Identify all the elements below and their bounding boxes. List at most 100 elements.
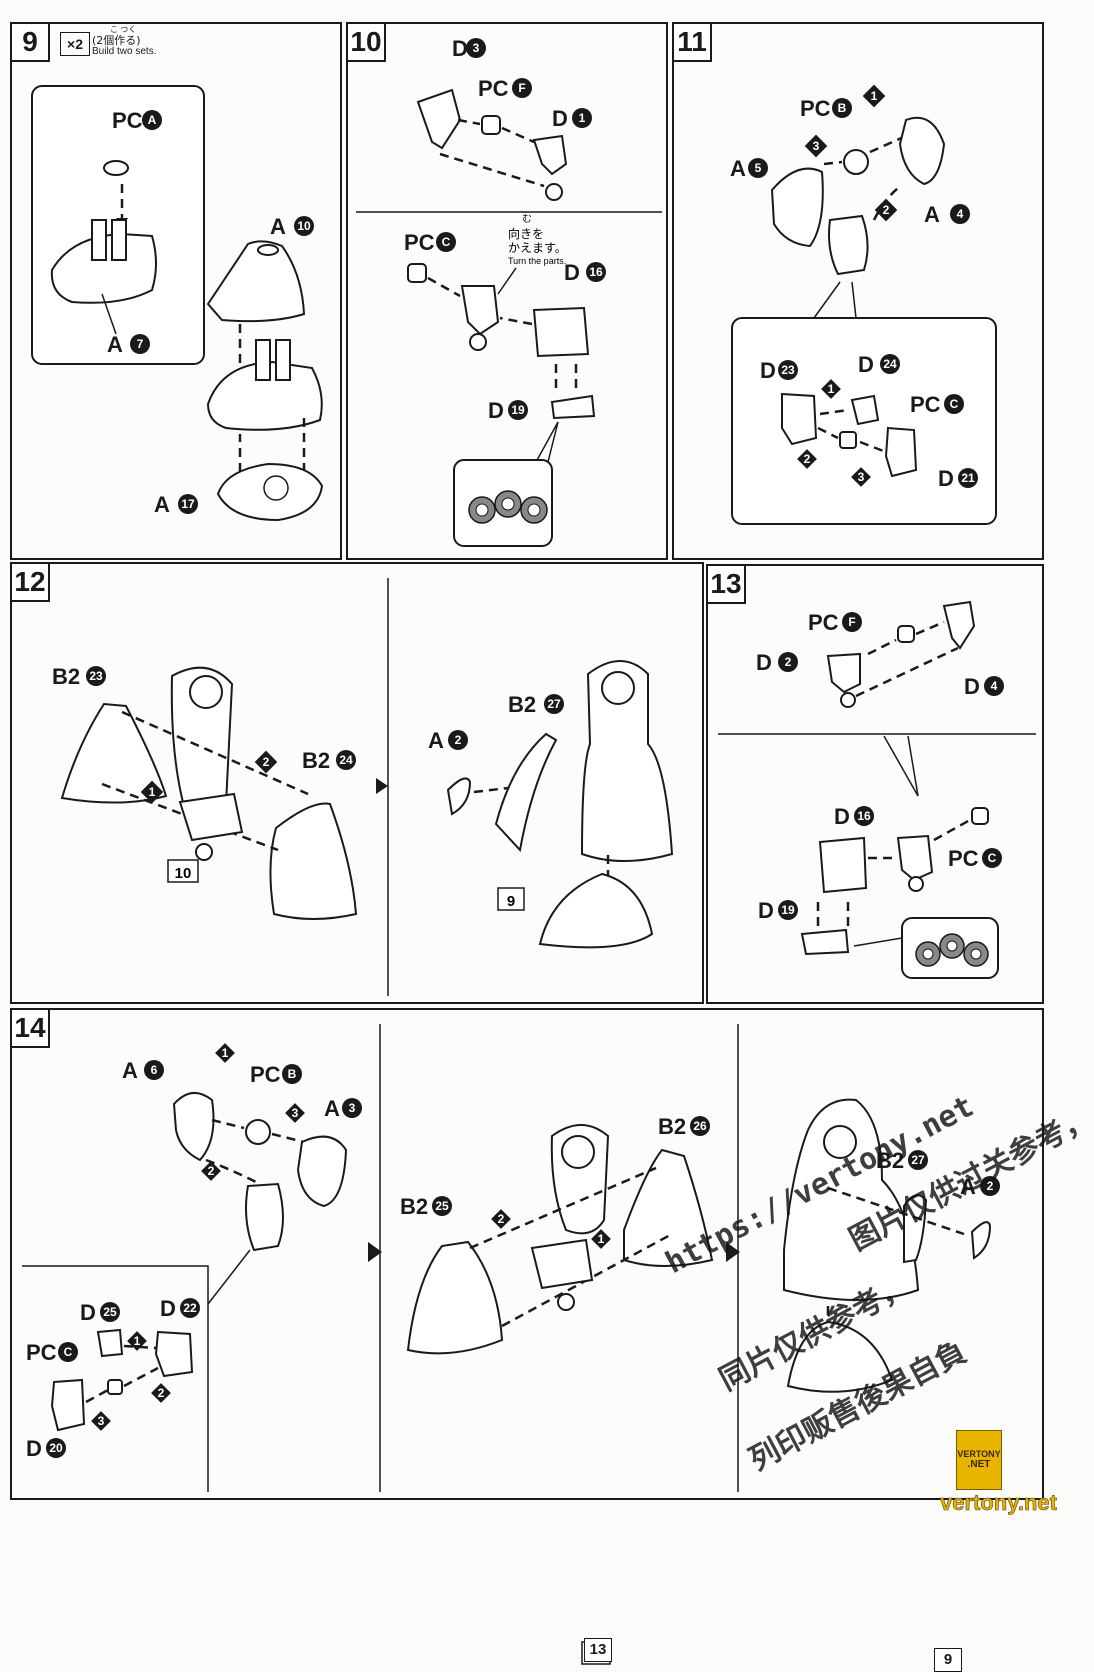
svg-text:C: C [64, 1345, 73, 1359]
poly-cap-f [481, 115, 501, 135]
step-11-drawing: PC B 1 3 2 A 5 A 4 D 23 D 24 PC C D 21 1 [730, 84, 997, 525]
part-b2-27 [494, 732, 558, 853]
num-circle [142, 110, 162, 130]
svg-text:2: 2 [455, 733, 462, 747]
svg-text:D: D [964, 674, 980, 699]
svg-text:D: D [938, 466, 954, 491]
svg-text:かえます。: かえます。 [508, 241, 567, 255]
svg-text:25: 25 [435, 1199, 449, 1213]
label-pc: PC [112, 108, 143, 133]
svg-text:A: A [960, 1174, 976, 1199]
svg-text:16: 16 [857, 809, 871, 823]
part-d23 [781, 392, 818, 446]
part-d1 [532, 134, 568, 176]
part-d25 [96, 1328, 124, 1358]
build-note-jp: (2個作る) [92, 34, 141, 47]
part-a17 [216, 462, 324, 522]
svg-text:17: 17 [181, 497, 195, 511]
svg-text:2: 2 [208, 1164, 215, 1178]
watermark-footer: vertony.net [940, 1490, 1058, 1516]
svg-text:A: A [107, 332, 123, 357]
part-d4 [942, 600, 976, 650]
svg-text:21: 21 [961, 471, 975, 485]
step-number: 13 [708, 566, 746, 604]
torso-assembly [580, 660, 674, 862]
part-a6 [172, 1092, 215, 1162]
svg-text:27: 27 [547, 697, 561, 711]
svg-text:23: 23 [781, 363, 795, 377]
svg-text:20: 20 [49, 1441, 63, 1455]
svg-text:16: 16 [589, 265, 603, 279]
svg-text:PC: PC [808, 610, 839, 635]
svg-text:む: む [522, 213, 532, 225]
step-12-panel: 12 B2 23 B2 24 2 1 10 A 2 B2 27 9 [10, 562, 704, 1004]
logo-bottom: .NET [967, 1459, 991, 1470]
part-d19 [550, 394, 596, 420]
part-a3 [296, 1135, 348, 1208]
svg-text:25: 25 [103, 1305, 117, 1319]
svg-text:PC: PC [948, 846, 979, 871]
part-d3 [416, 88, 462, 150]
part-b2-26 [623, 1148, 714, 1267]
svg-text:4: 4 [991, 679, 998, 693]
svg-text:1: 1 [579, 111, 586, 125]
svg-text:1: 1 [222, 1046, 229, 1060]
svg-text:D: D [160, 1296, 176, 1321]
svg-text:A: A [270, 214, 286, 239]
step-number: 12 [12, 564, 50, 602]
step-number: 14 [12, 1010, 50, 1048]
svg-text:C: C [988, 851, 997, 865]
svg-text:2: 2 [498, 1212, 505, 1226]
multiplier-badge: ×2 [60, 32, 90, 56]
part-b2-27 [903, 1194, 928, 1264]
svg-text:19: 19 [781, 903, 795, 917]
svg-text:2: 2 [987, 1179, 994, 1193]
svg-text:A: A [324, 1096, 340, 1121]
part-hand [828, 214, 869, 276]
svg-text:A: A [730, 156, 746, 181]
step-number: 9 [12, 24, 50, 62]
step-9-panel: 9 ×2 こ つく (2個作る) Build two sets. PC A A … [10, 22, 342, 560]
svg-text:A: A [924, 202, 940, 227]
final-torso [783, 1098, 920, 1301]
svg-text:4: 4 [957, 207, 964, 221]
svg-text:5: 5 [755, 161, 762, 175]
svg-text:A: A [122, 1058, 138, 1083]
part-a4 [898, 116, 946, 186]
svg-text:23: 23 [89, 669, 103, 683]
svg-text:10: 10 [175, 865, 192, 882]
step-14-drawing: A 6 PC B A 3 1 2 3 D 25 D 22 PC C D 20 1 [22, 1024, 740, 1665]
part-base-assembly [206, 360, 323, 431]
part-a10 [206, 240, 306, 323]
part-b2-25 [406, 1240, 504, 1355]
svg-text:B2: B2 [876, 1148, 904, 1173]
step-9-drawing: PC A A 7 A 10 A 17 [31, 85, 324, 522]
part-d21 [884, 426, 918, 478]
step-12-drawing: B2 23 B2 24 2 1 10 A 2 B2 27 9 [52, 578, 674, 996]
svg-text:B2: B2 [658, 1114, 686, 1139]
svg-text:D: D [834, 804, 850, 829]
sub-ref-13-box: 13 [584, 1638, 612, 1662]
svg-text:C: C [442, 235, 451, 249]
svg-text:F: F [518, 81, 525, 95]
part-d22 [154, 1330, 194, 1378]
svg-text:3: 3 [98, 1414, 105, 1428]
label-num: A [148, 113, 157, 127]
svg-text:PC: PC [250, 1062, 281, 1087]
part-d2 [826, 652, 861, 694]
svg-text:A: A [154, 492, 170, 517]
part-d20 [50, 1378, 86, 1432]
step-10-panel: 10 D 3 PC F D 1 む 向きを かえます。 Turn the par… [346, 22, 668, 560]
ruby-note: こ つく [110, 25, 137, 34]
step-13-panel: 13 PC F D 4 D 2 D 16 PC C D 19 [706, 564, 1044, 1004]
svg-text:PC: PC [26, 1340, 57, 1365]
step-14-right-drawing: B2 27 A 2 [783, 1098, 1000, 1393]
svg-text:D: D [758, 898, 774, 923]
step-10-drawing: D 3 PC F D 1 む 向きを かえます。 Turn the parts.… [356, 36, 662, 547]
base-assembly-9 [786, 1320, 894, 1393]
step-13-drawing: PC F D 4 D 2 D 16 PC C D 19 [718, 600, 1036, 979]
svg-text:3: 3 [813, 139, 820, 153]
part-a5 [770, 167, 824, 248]
svg-text:B2: B2 [302, 748, 330, 773]
svg-text:1: 1 [134, 1334, 141, 1348]
